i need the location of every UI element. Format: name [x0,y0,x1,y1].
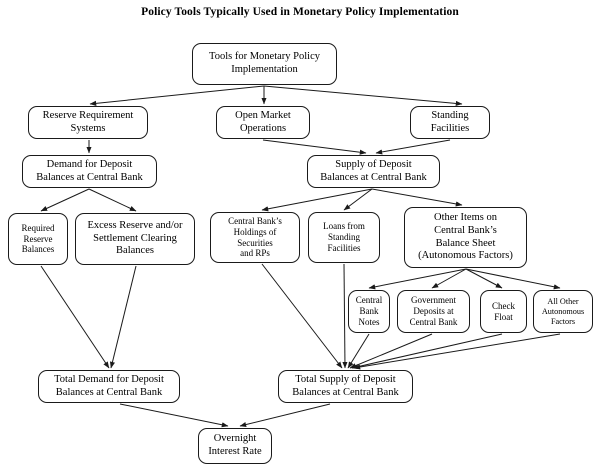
node-label-demand: Demand for Deposit Balances at Central B… [36,158,143,183]
node-loans_standing[interactable]: Loans from Standing Facilities [308,212,380,263]
node-label-overnight: Overnight Interest Rate [208,433,262,457]
node-label-standing_fac: Standing Facilities [430,109,470,134]
node-standing_fac[interactable]: Standing Facilities [410,106,490,139]
node-label-all_other: All Other Autonomous Factors [541,296,585,326]
page-title: Policy Tools Typically Used in Monetary … [141,6,459,18]
node-label-total_supply: Total Supply of Deposit Balances at Cent… [292,373,399,398]
edge-demand-to-required_res [40,188,90,212]
edge-other_items-to-cb_notes [368,268,467,290]
edge-loans_standing-to-total_supply [342,263,348,369]
node-label-excess_res: Excess Reserve and/or Settlement Clearin… [87,219,183,257]
edge-supply-to-cb_holdings [261,188,373,212]
edge-other_items-to-check_float [465,268,503,289]
node-label-govt_deposits: Government Deposits at Central Bank [409,295,458,327]
edge-tools-to-standing_fac [263,85,463,107]
edge-standing_fac-to-supply [375,139,451,155]
edge-open_market-to-supply [262,139,367,155]
node-open_market[interactable]: Open Market Operations [216,106,310,139]
node-all_other[interactable]: All Other Autonomous Factors [533,290,593,333]
node-check_float[interactable]: Check Float [480,290,527,333]
edge-required_res-to-total_demand [40,265,110,369]
edge-all_other-to-total_supply [353,333,561,370]
node-demand[interactable]: Demand for Deposit Balances at Central B… [22,155,157,188]
node-label-check_float: Check Float [492,300,515,322]
edge-govt_deposits-to-total_supply [349,333,433,369]
node-label-cb_notes: Central Bank Notes [355,295,383,327]
edge-other_items-to-govt_deposits [431,268,467,289]
edge-cb_holdings-to-total_supply [261,263,343,369]
node-label-total_demand: Total Demand for Deposit Balances at Cen… [54,373,164,398]
node-total_supply[interactable]: Total Supply of Deposit Balances at Cent… [278,370,413,403]
edge-total_demand-to-overnight [119,403,229,428]
node-label-open_market: Open Market Operations [235,109,291,134]
edge-total_supply-to-overnight [239,403,331,428]
node-supply[interactable]: Supply of Deposit Balances at Central Ba… [307,155,440,188]
edge-demand-to-excess_res [88,188,137,212]
node-required_res[interactable]: Required Reserve Balances [8,213,68,265]
edge-cb_notes-to-total_supply [347,333,370,369]
node-label-supply: Supply of Deposit Balances at Central Ba… [320,158,427,183]
edge-excess_res-to-total_demand [109,265,137,369]
node-govt_deposits[interactable]: Government Deposits at Central Bank [397,290,470,333]
node-label-tools: Tools for Monetary Policy Implementation [209,51,320,75]
node-tools[interactable]: Tools for Monetary Policy Implementation [192,43,337,85]
node-label-other_items: Other Items on Central Bank’s Balance Sh… [418,211,513,262]
node-cb_notes[interactable]: Central Bank Notes [348,290,390,333]
node-other_items[interactable]: Other Items on Central Bank’s Balance Sh… [404,207,527,268]
node-label-reserve_req: Reserve Requirement Systems [42,109,134,134]
node-excess_res[interactable]: Excess Reserve and/or Settlement Clearin… [75,213,195,265]
node-reserve_req[interactable]: Reserve Requirement Systems [28,106,148,139]
edge-tools-to-reserve_req [89,85,265,106]
node-label-cb_holdings: Central Bank’s Holdings of Securities an… [228,215,282,259]
node-overnight[interactable]: Overnight Interest Rate [198,428,272,464]
edge-supply-to-other_items [371,188,463,207]
node-total_demand[interactable]: Total Demand for Deposit Balances at Cen… [38,370,180,403]
node-cb_holdings[interactable]: Central Bank’s Holdings of Securities an… [210,212,300,263]
node-label-loans_standing: Loans from Standing Facilities [323,221,365,253]
node-label-required_res: Required Reserve Balances [21,222,55,255]
edge-other_items-to-all_other [465,268,561,290]
edge-supply-to-loans_standing [343,188,373,211]
connector-lines [40,85,561,428]
edge-check_float-to-total_supply [351,333,503,370]
